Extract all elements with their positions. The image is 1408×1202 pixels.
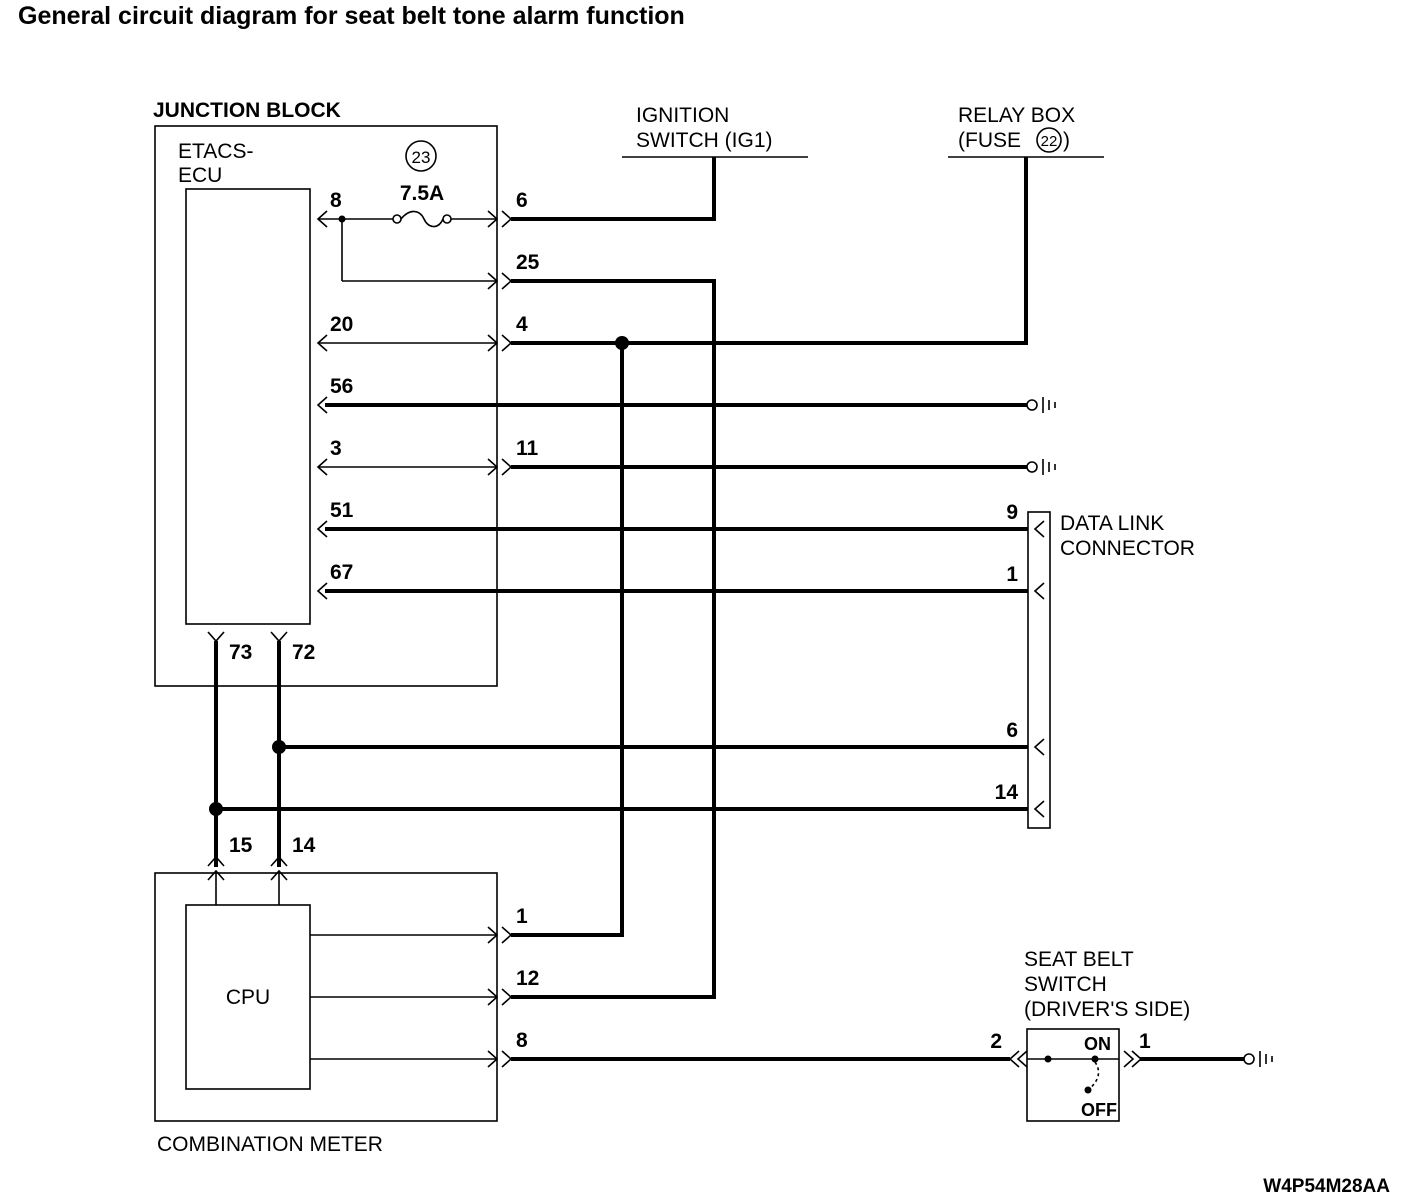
- dlc-label-2: CONNECTOR: [1060, 537, 1195, 560]
- external-wiring: [214, 157, 1244, 1061]
- page-title: General circuit diagram for seat belt to…: [18, 2, 685, 30]
- pin-label: 4: [516, 313, 528, 336]
- relay-box: RELAY BOX (FUSE 22 ): [948, 104, 1104, 158]
- combination-meter-label: COMBINATION METER: [157, 1133, 383, 1156]
- cpu-label: CPU: [226, 986, 270, 1009]
- relay-box-label-1: RELAY BOX: [958, 104, 1075, 127]
- splice-points: [209, 336, 629, 816]
- dlc-label-1: DATA LINK: [1060, 512, 1164, 535]
- seat-belt-switch-label-3: (DRIVER'S SIDE): [1024, 998, 1190, 1021]
- ignition-switch: IGNITION SWITCH (IG1): [622, 104, 808, 158]
- pin-label: 2: [990, 1030, 1002, 1053]
- pin-label: 6: [1006, 719, 1018, 742]
- pin-label: 14: [292, 834, 316, 857]
- relay-box-label-3: ): [1063, 129, 1070, 152]
- pin-label: 72: [292, 641, 315, 664]
- pin-label: 1: [516, 905, 528, 928]
- fuse-23: 23 7.5A: [342, 140, 497, 228]
- junction-block-label: JUNCTION BLOCK: [153, 99, 341, 122]
- pin-label: 12: [516, 967, 539, 990]
- fuse-number-label: 23: [412, 148, 431, 167]
- ground-icon: [1243, 1051, 1273, 1067]
- pin-label: 25: [516, 251, 540, 274]
- pin-label: 6: [516, 189, 528, 212]
- switch-off-label: OFF: [1081, 1100, 1117, 1120]
- relay-box-label-2: (FUSE: [958, 129, 1021, 152]
- ground-icon: [1026, 397, 1056, 413]
- combination-meter: CPU COMBINATION METER 15 14 1 12 8: [154, 834, 539, 1156]
- pin-label: 9: [1006, 501, 1018, 524]
- relay-fuse-number: 22: [1041, 133, 1058, 150]
- ecu-connector-marks: [207, 210, 328, 643]
- switch-on-label: ON: [1084, 1034, 1111, 1054]
- junction-block: JUNCTION BLOCK ETACS- ECU: [153, 99, 498, 687]
- seat-belt-switch-label-1: SEAT BELT: [1024, 948, 1134, 971]
- pin-label: 20: [330, 313, 353, 336]
- pin-label: 1: [1139, 1030, 1151, 1053]
- figure-code: W4P54M28AA: [1263, 1176, 1390, 1197]
- pin-label: 15: [229, 834, 253, 857]
- ignition-switch-label-1: IGNITION: [636, 104, 729, 127]
- pin-label: 56: [330, 375, 353, 398]
- data-link-connector: DATA LINK CONNECTOR 9 1 6 14: [995, 501, 1195, 829]
- etacs-ecu-label-1: ETACS-: [178, 140, 253, 163]
- pin-label: 8: [330, 189, 342, 212]
- etacs-ecu: [185, 188, 311, 625]
- seat-belt-switch-label-2: SWITCH: [1024, 973, 1107, 996]
- seat-belt-switch: SEAT BELT SWITCH (DRIVER'S SIDE) ON OFF …: [990, 948, 1190, 1122]
- junction-internal-wiring: [318, 215, 497, 468]
- fuse-rating-label: 7.5A: [400, 182, 444, 205]
- ground-icon: [1026, 459, 1056, 475]
- junction-pin-labels: 8 6 25 20 4 56 3 11 51 67 73 72: [229, 189, 540, 664]
- pin-label: 51: [330, 499, 354, 522]
- pin-label: 1: [1006, 563, 1018, 586]
- etacs-ecu-label-2: ECU: [178, 164, 222, 187]
- ignition-switch-label-2: SWITCH (IG1): [636, 129, 773, 152]
- pin-label: 73: [229, 641, 252, 664]
- pin-label: 11: [516, 437, 539, 460]
- pin-label: 3: [330, 437, 342, 460]
- pin-label: 8: [516, 1029, 528, 1052]
- pin-label: 67: [330, 561, 353, 584]
- pin-label: 14: [995, 781, 1019, 804]
